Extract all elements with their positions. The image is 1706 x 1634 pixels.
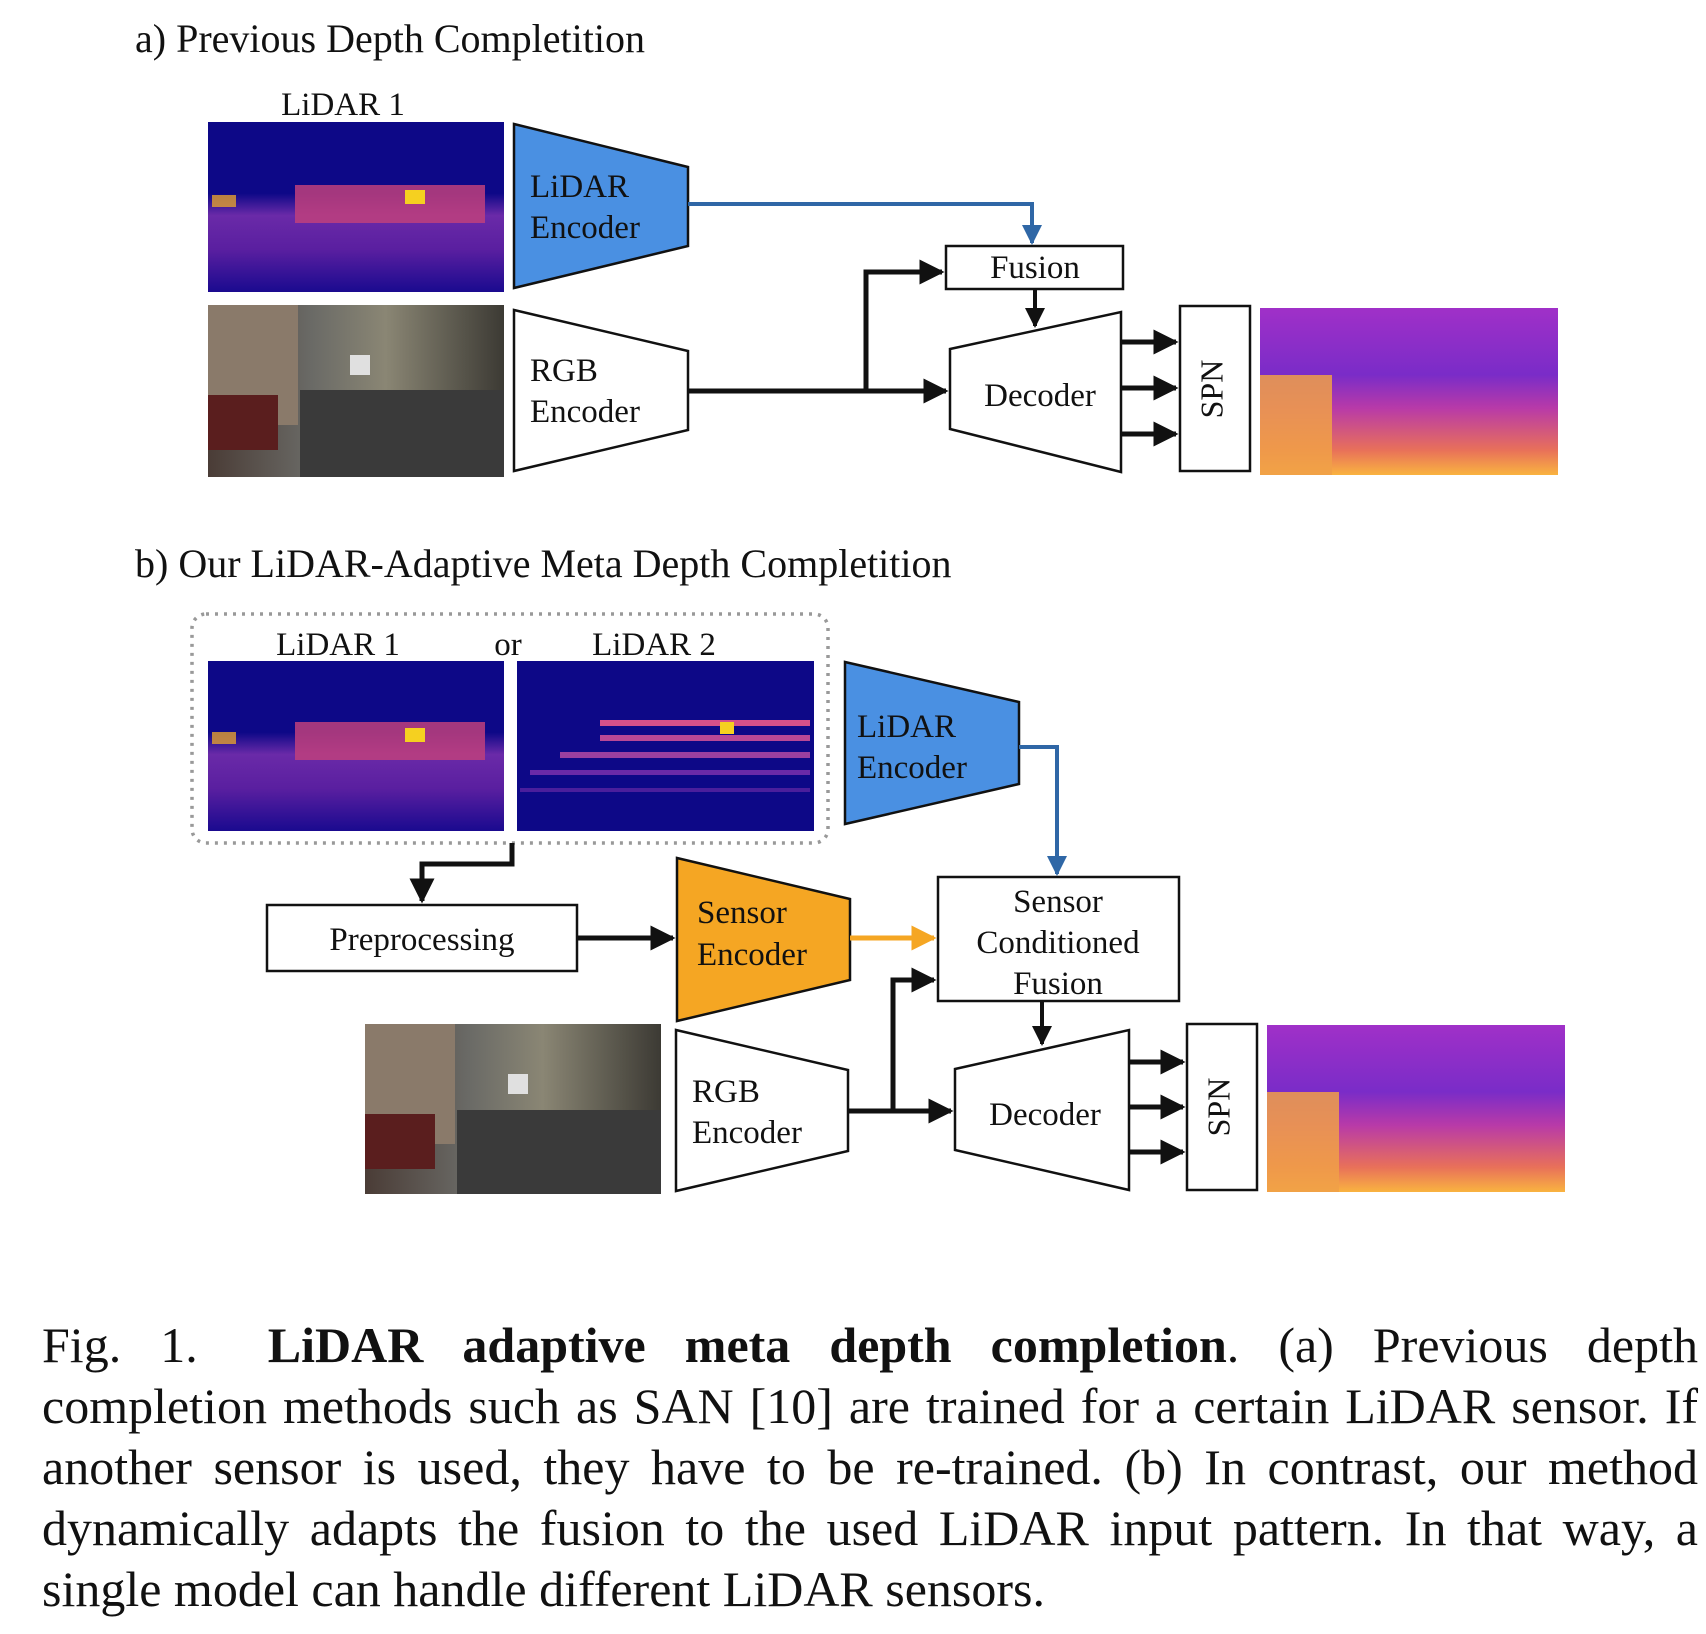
arrow-lidar-to-preprocessing bbox=[409, 843, 515, 904]
depth-output-a bbox=[1260, 308, 1558, 475]
rgb-encoder-b-line2: Encoder bbox=[692, 1115, 802, 1151]
lidar-encoder-a-line1: LiDAR bbox=[530, 169, 629, 205]
rgb-encoder-b bbox=[674, 1028, 850, 1193]
scf-line1: Sensor bbox=[1013, 884, 1103, 920]
lidar-encoder-a-line2: Encoder bbox=[530, 210, 640, 246]
caption-fig-number: Fig. 1. bbox=[42, 1317, 198, 1373]
arrow-rgbenc-to-scf-b bbox=[890, 967, 937, 1111]
lidar1-label-a: LiDAR 1 bbox=[281, 87, 405, 123]
arrow-lidarenc-to-scf-b bbox=[1019, 745, 1067, 876]
caption-text: . (a) Previous depth completion methods … bbox=[42, 1317, 1699, 1617]
depth-output-b bbox=[1267, 1025, 1565, 1192]
lidar-encoder-b-line1: LiDAR bbox=[857, 709, 956, 745]
panel-b-title: b) Our LiDAR-Adaptive Meta Depth Complet… bbox=[135, 541, 952, 586]
rgb-encoder-a-line2: Encoder bbox=[530, 394, 640, 430]
decoder-a bbox=[948, 310, 1123, 474]
preprocessing-label: Preprocessing bbox=[329, 922, 514, 958]
decoder-b bbox=[953, 1028, 1131, 1192]
rgb-encoder-a bbox=[512, 308, 690, 473]
lidar-choice-container bbox=[190, 612, 830, 845]
lidar1-label-b: LiDAR 1 bbox=[276, 627, 400, 663]
rgb-image-a bbox=[208, 305, 504, 477]
fusion-label-a: Fusion bbox=[990, 250, 1080, 286]
figure-caption: Fig. 1. LiDAR adaptive meta depth complet… bbox=[42, 1315, 1698, 1620]
spn-label-b: SPN bbox=[1200, 1078, 1236, 1137]
caption-bold-title: LiDAR adaptive meta depth completion bbox=[267, 1317, 1227, 1373]
or-label-b: or bbox=[494, 627, 522, 663]
spn-box-a bbox=[1178, 304, 1252, 473]
fusion-box-a bbox=[944, 244, 1125, 291]
sensor-encoder-line2: Encoder bbox=[697, 937, 807, 973]
scf-line3: Fusion bbox=[1013, 966, 1103, 1002]
scf-line2: Conditioned bbox=[976, 925, 1140, 961]
decoder-label-b: Decoder bbox=[989, 1097, 1101, 1133]
scf-box bbox=[936, 875, 1181, 1003]
lidar2-label-b: LiDAR 2 bbox=[592, 627, 716, 663]
rgb-encoder-a-line1: RGB bbox=[530, 353, 598, 389]
lidar-encoder-b-line2: Encoder bbox=[857, 750, 967, 786]
decoder-label-a: Decoder bbox=[984, 378, 1096, 414]
sensor-encoder bbox=[675, 856, 852, 1023]
panel-a-title: a) Previous Depth Completition bbox=[135, 16, 645, 61]
arrow-lidarenc-to-fusion-a bbox=[688, 202, 1042, 245]
spn-box-b bbox=[1185, 1022, 1259, 1192]
sensor-encoder-line1: Sensor bbox=[697, 895, 787, 931]
rgb-image-b bbox=[365, 1024, 661, 1194]
spn-label-a: SPN bbox=[1193, 360, 1229, 419]
lidar1-image-a bbox=[208, 122, 504, 292]
rgb-encoder-b-line1: RGB bbox=[692, 1074, 760, 1110]
figure-diagram: a) Previous Depth Completition LiDAR 1 L… bbox=[135, 16, 1565, 1194]
lidar-encoder-a bbox=[512, 122, 690, 290]
arrow-rgbenc-to-fusion-a bbox=[863, 259, 945, 391]
lidar2-image-b bbox=[517, 661, 814, 831]
lidar-encoder-b bbox=[843, 660, 1021, 826]
lidar1-image-b bbox=[208, 661, 504, 831]
